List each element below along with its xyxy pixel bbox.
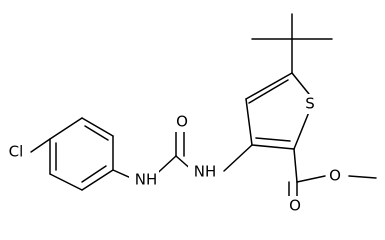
bond-s-c5 [291, 72, 310, 95]
bond-methoxy [348, 175, 377, 179]
sulfur-atom-label: S [305, 95, 315, 113]
amine-right-label: NH [194, 163, 217, 181]
amine-left-label: NH [135, 171, 158, 189]
urea-oxygen-label: O [176, 113, 188, 131]
bond-c3-nh-right [223, 144, 253, 172]
bond-ph-double-b [84, 125, 109, 141]
nh-right-label-bg [188, 162, 218, 182]
bond-ph-1-2 [81, 169, 114, 191]
chlorine-atom-label: Cl [9, 143, 24, 161]
bond-c5-c4-double [248, 79, 289, 104]
chemical-structure-diagram: Cl NH O NH S O O [0, 13, 377, 216]
bond-c3-c2-double [255, 137, 291, 142]
bond-ph-4-5 [49, 117, 83, 140]
bond-ph-double-c [81, 165, 107, 183]
bond-ph-5-6 [81, 117, 114, 137]
o-ester-carbonyl-label-bg [286, 196, 304, 216]
bond-c2-ester-c [293, 148, 298, 183]
bond-ph-2-3 [49, 173, 83, 191]
bond-c5-c4 [245, 72, 293, 100]
s-label-bg [301, 94, 319, 114]
ester-carbonyl-oxygen-label: O [289, 197, 301, 215]
bond-c2-s [293, 111, 310, 150]
bond-nh-left-phenyl [112, 169, 132, 179]
bond-ester-ether [296, 175, 326, 183]
ester-ether-oxygen-label: O [329, 167, 341, 185]
o-ester-ether-label-bg [326, 166, 344, 186]
bond-c4-c3 [245, 98, 253, 146]
nh-left-label-bg [129, 170, 159, 190]
o-urea-label-bg [173, 112, 191, 132]
structure-canvas: Cl NH O NH S O O [0, 13, 377, 216]
bond-ph-cl [30, 138, 51, 153]
cl-label-bg [0, 142, 30, 162]
bond-c3-c2 [251, 144, 295, 150]
